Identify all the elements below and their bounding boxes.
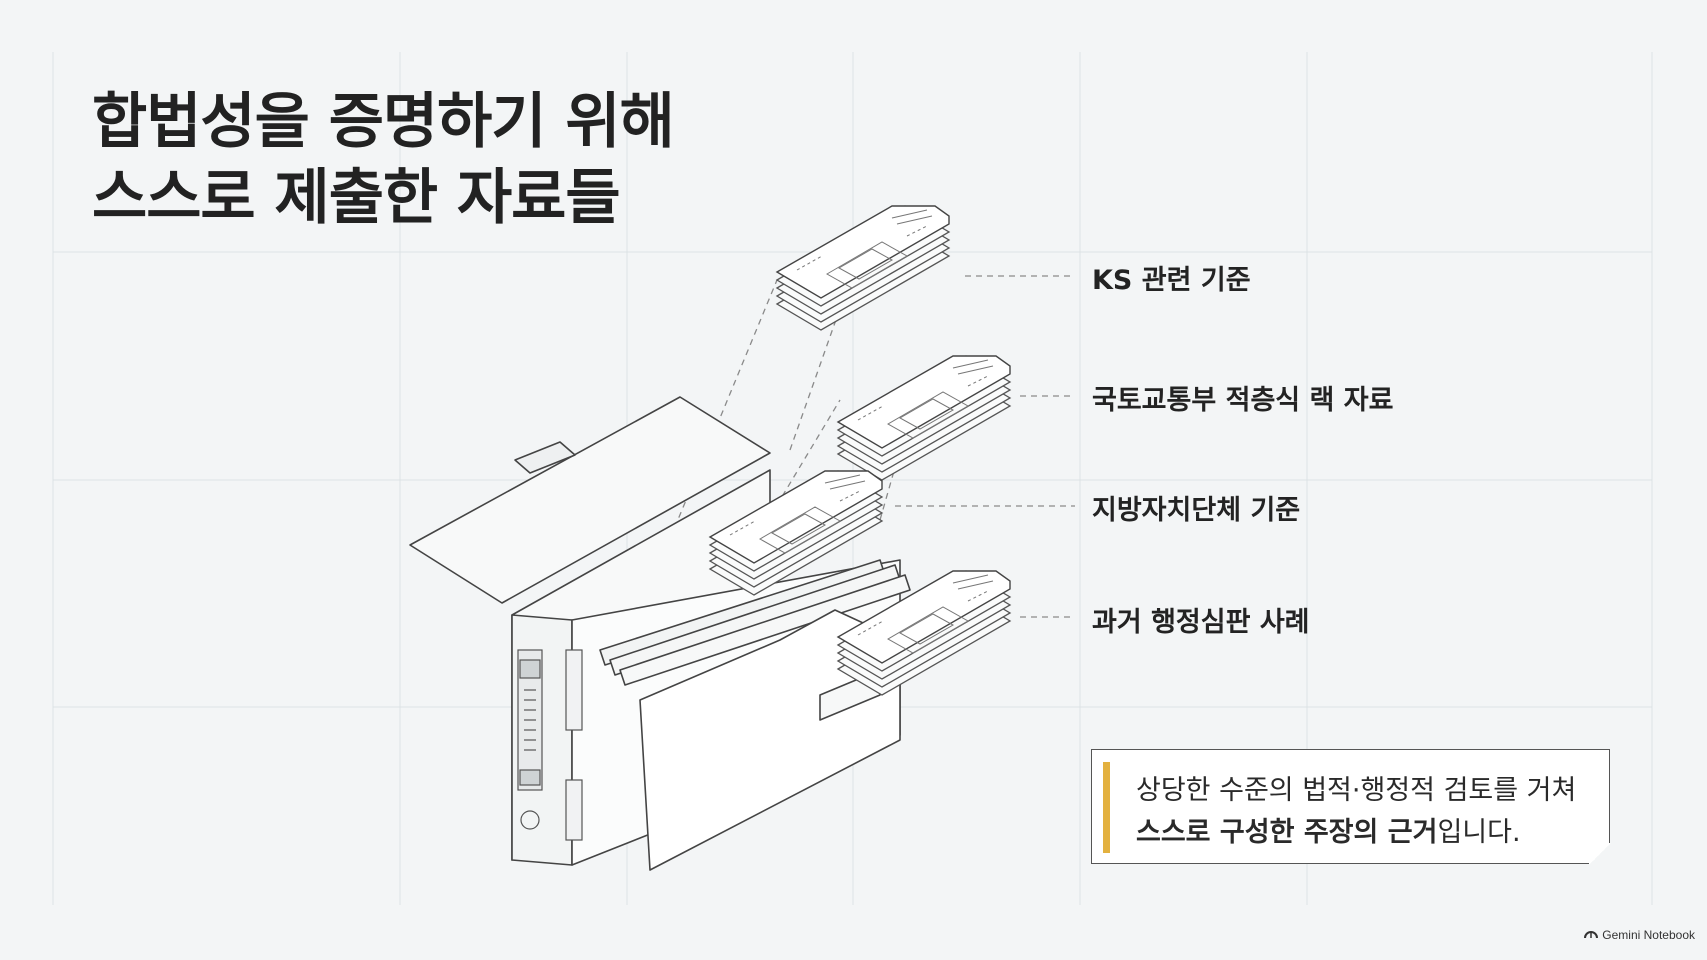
- note-line-1: 상당한 수준의 법적·행정적 검토를 거쳐: [1136, 775, 1577, 806]
- label-past-administrative-cases: 과거 행정심판 사례: [1092, 607, 1310, 638]
- brand-name: Gemini Notebook: [1602, 928, 1695, 942]
- accent-bar: [1103, 762, 1110, 853]
- title-line-2: 스스로 제출한 자료들: [92, 163, 621, 233]
- note-line-2: 스스로 구성한 주장의 근거입니다.: [1136, 810, 1521, 849]
- gemini-arc-icon: [1584, 928, 1599, 942]
- callout-note: 상당한 수준의 법적·행정적 검토를 거쳐 스스로 구성한 주장의 근거입니다.: [1091, 749, 1611, 865]
- label-local-government-standard: 지방자치단체 기준: [1092, 495, 1301, 526]
- label-ks-standard: KS 관련 기준: [1092, 265, 1251, 296]
- label-molit-rack-material: 국토교통부 적층식 랙 자료: [1092, 385, 1394, 416]
- note-line-2-rest: 입니다.: [1437, 817, 1521, 848]
- brand-footer: Gemini Notebook: [1584, 928, 1695, 942]
- note-line-2-bold: 스스로 구성한 주장의 근거: [1136, 817, 1438, 848]
- page-title: 합법성을 증명하기 위해 스스로 제출한 자료들: [92, 84, 675, 236]
- title-line-1: 합법성을 증명하기 위해: [92, 87, 675, 157]
- corner-fold: [1589, 843, 1611, 865]
